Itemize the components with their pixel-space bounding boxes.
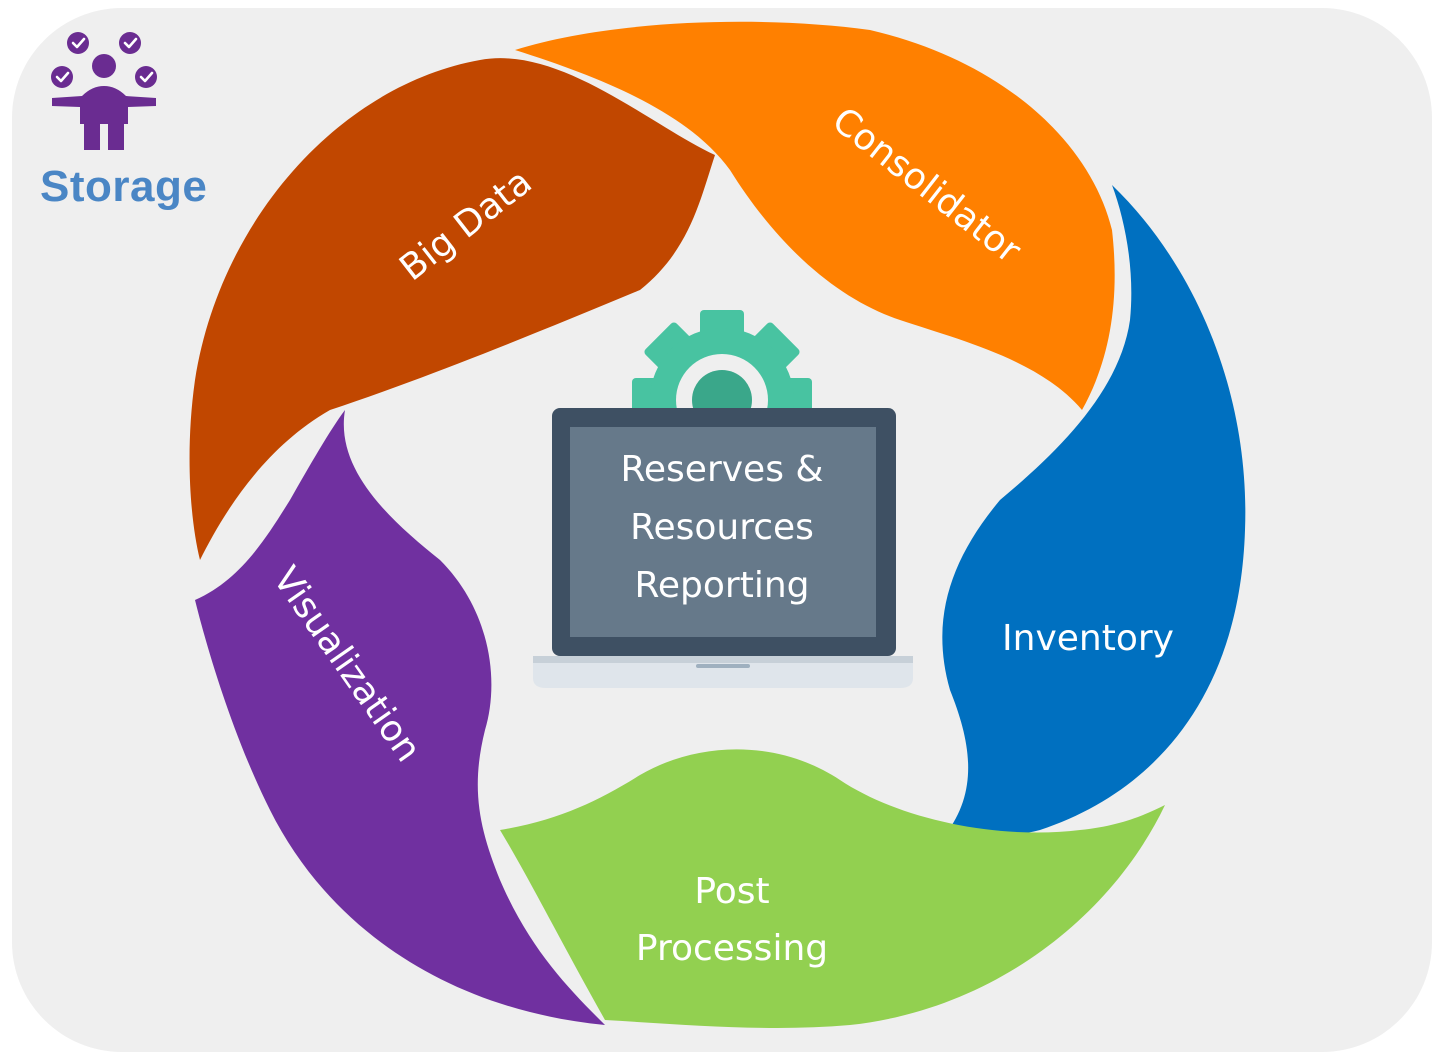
center-title-line2: Resources [630,507,814,548]
segment-label-post-processing-line2: Processing [636,928,828,969]
center-title-line3: Reporting [634,565,809,606]
segment-label-inventory: Inventory [1002,618,1174,659]
segment-visualization [195,410,605,1025]
segment-inventory [942,185,1246,839]
storage-label: Storage [40,162,208,211]
center-title-line1: Reserves & [621,449,824,490]
segment-big-data [189,58,716,560]
segment-consolidator [515,21,1115,410]
laptop-gear-icon [533,310,913,688]
segment-post-processing [500,749,1165,1028]
person-juggling-checkmarks-icon [51,32,157,150]
segment-label-post-processing-line1: Post [694,871,769,912]
